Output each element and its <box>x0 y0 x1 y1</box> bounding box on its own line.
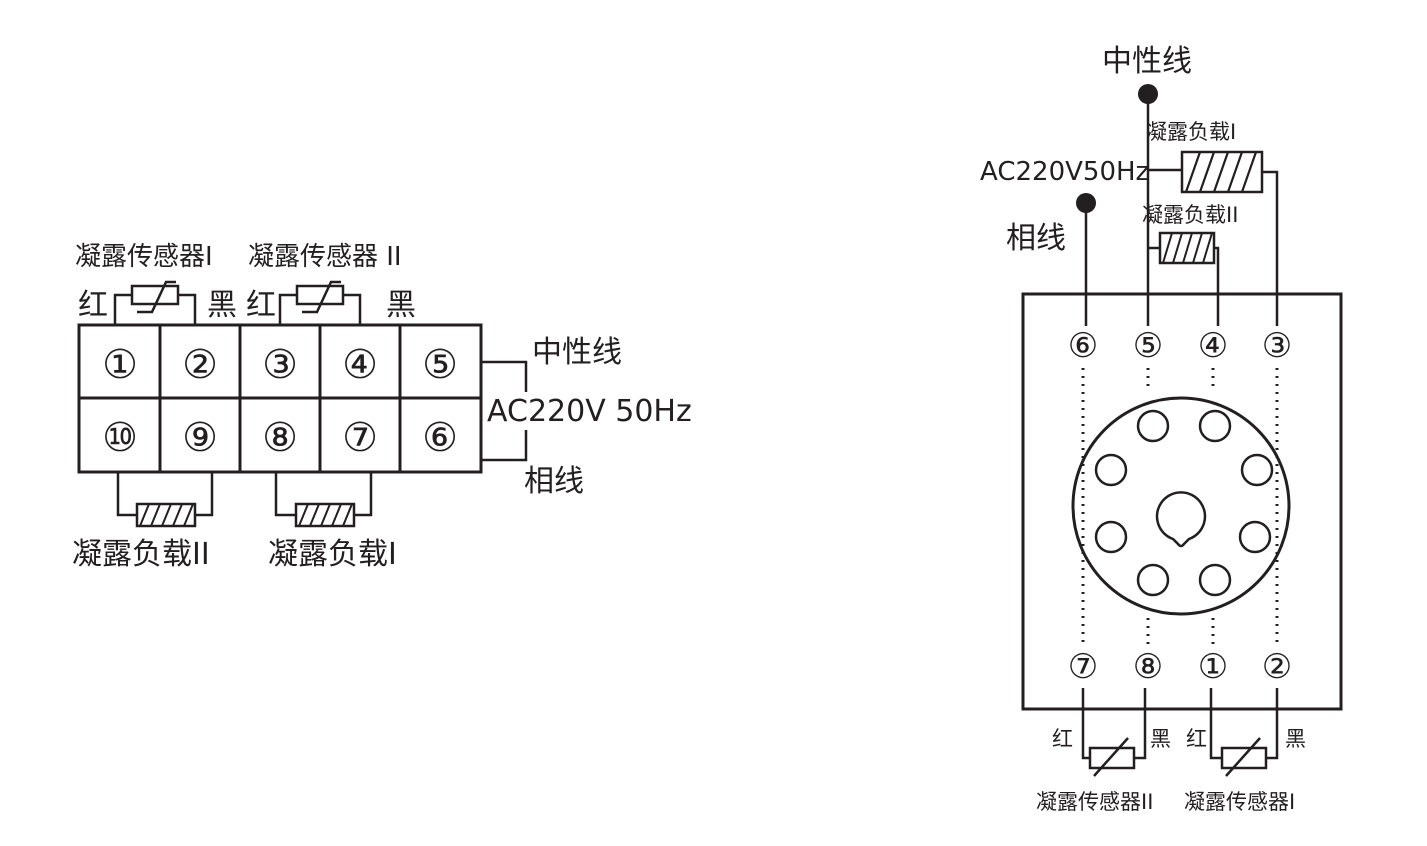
right-sensor-label-1: 凝露传感器I <box>1184 790 1295 814</box>
left-load-label-1: 凝露负载I <box>268 537 397 572</box>
left-diagram: 凝露传感器I 凝露传感器 II 红 黑 红 黑 ① <box>72 242 692 572</box>
right-key-slot <box>1155 491 1207 548</box>
right-external-wiring <box>1084 94 1279 326</box>
left-sensor-label-1: 凝露传感器I <box>75 242 213 272</box>
left-load-2-symbol <box>116 472 214 528</box>
right-load1-label: 凝露负载I <box>1146 120 1236 144</box>
left-terminal-7: ⑦ <box>342 416 378 460</box>
right-relay-socket: ⑥ ⑤ ④ ③ ⑦ ⑧ ① ② <box>1021 292 1343 711</box>
right-sensor-wiring <box>1081 688 1279 760</box>
left-terminal-block: ① ② ③ ④ ⑤ ⑩ ⑨ ⑧ ⑦ ⑥ <box>77 323 483 474</box>
right-terminal-3: ③ <box>1262 327 1292 365</box>
right-load2-label: 凝露负载II <box>1142 203 1238 227</box>
right-terminal-4: ④ <box>1198 327 1228 365</box>
left-terminal-4: ④ <box>342 343 378 387</box>
right-octal-base <box>1071 396 1291 616</box>
right-sensor-2-symbol <box>1088 737 1136 777</box>
right-terminal-7: ⑦ <box>1068 648 1098 686</box>
left-terminal-1: ① <box>102 343 138 387</box>
left-black-label-2: 黑 <box>386 288 416 323</box>
left-sensor-2-symbol <box>278 280 362 325</box>
left-load-1-symbol <box>274 472 373 528</box>
right-terminal-8: ⑧ <box>1133 648 1163 686</box>
right-terminal-2: ② <box>1262 648 1292 686</box>
right-black-label-2: 黑 <box>1285 727 1306 751</box>
left-sensor-label-2: 凝露传感器 II <box>248 242 402 272</box>
right-sensor-label-2: 凝露传感器II <box>1036 790 1153 814</box>
left-phase-label: 相线 <box>524 464 584 499</box>
right-red-label-1: 红 <box>1052 727 1073 751</box>
right-diagram: 中性线 凝露负载I AC220V50Hz 凝露负载II 相线 ⑥ ⑤ <box>980 44 1343 814</box>
right-load-1-symbol <box>1180 150 1264 194</box>
left-terminal-10: ⑩ <box>102 416 138 460</box>
left-terminal-5: ⑤ <box>422 343 458 387</box>
right-terminal-1: ① <box>1198 648 1228 686</box>
left-supply-label: AC220V 50Hz <box>487 394 692 429</box>
left-red-label-2: 红 <box>246 288 276 323</box>
right-terminal-6: ⑥ <box>1068 327 1098 365</box>
left-black-label-1: 黑 <box>207 288 237 323</box>
right-terminal-5: ⑤ <box>1133 327 1163 365</box>
right-red-label-2: 红 <box>1186 727 1207 751</box>
left-terminal-9: ⑨ <box>182 416 218 460</box>
left-terminal-3: ③ <box>262 343 298 387</box>
left-neutral-label: 中性线 <box>532 335 622 370</box>
right-phase-label: 相线 <box>1006 221 1066 256</box>
right-neutral-label: 中性线 <box>1102 44 1192 79</box>
left-terminal-2: ② <box>182 343 218 387</box>
left-red-label-1: 红 <box>78 288 108 323</box>
left-terminal-6: ⑥ <box>422 416 458 460</box>
right-supply-label: AC220V50Hz <box>980 157 1149 187</box>
right-load-2-symbol <box>1158 231 1216 265</box>
left-sensor-1-symbol <box>113 280 197 325</box>
right-dotted-connections <box>1081 368 1279 648</box>
right-black-label-1: 黑 <box>1150 727 1171 751</box>
left-supply-wiring <box>481 360 528 462</box>
right-sensor-1-symbol <box>1220 737 1268 777</box>
left-load-label-2: 凝露负载II <box>72 537 210 572</box>
left-terminal-8: ⑧ <box>262 416 298 460</box>
